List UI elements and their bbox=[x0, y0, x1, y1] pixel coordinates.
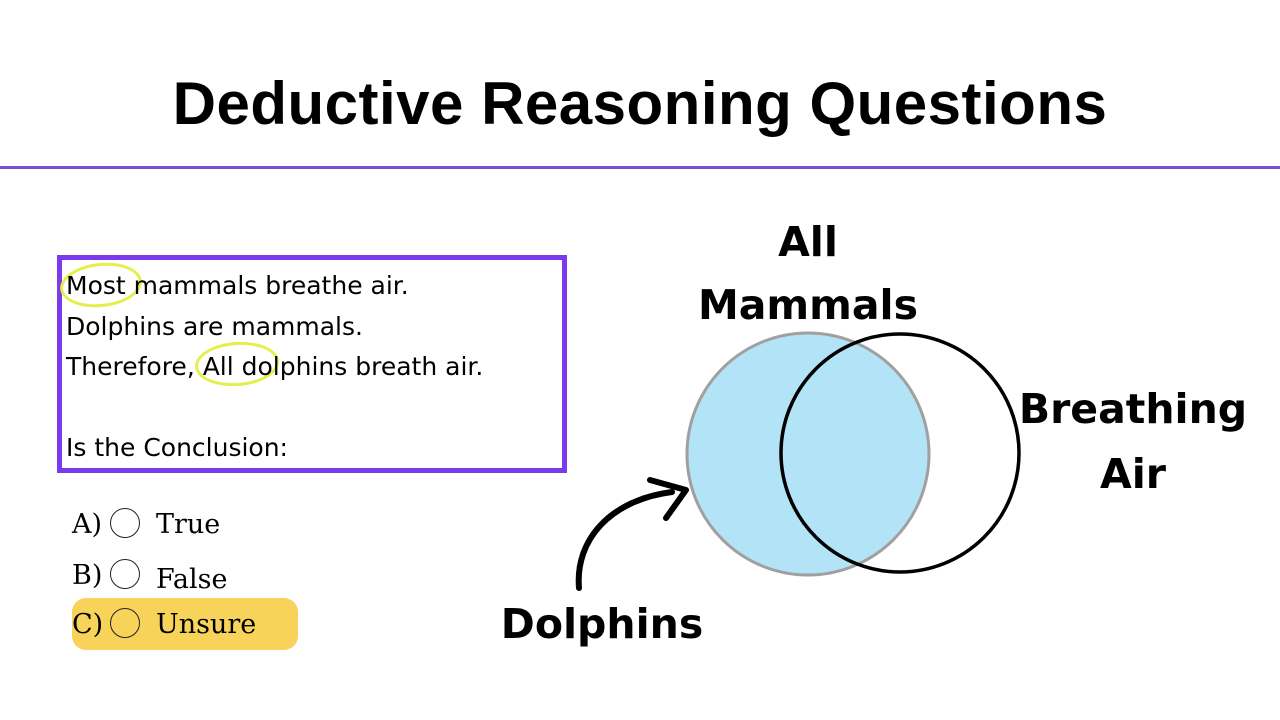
answer-highlight bbox=[72, 598, 298, 650]
option-letter: C) bbox=[72, 609, 104, 640]
title-divider bbox=[0, 166, 1280, 169]
mammals-label-line1: All bbox=[778, 218, 838, 266]
option-letter: A) bbox=[72, 509, 103, 540]
radio-button-icon[interactable] bbox=[110, 607, 140, 638]
mammals-set-circle bbox=[685, 331, 931, 577]
radio-button-icon[interactable] bbox=[110, 507, 140, 538]
premise-2: Dolphins are mammals. bbox=[66, 312, 363, 341]
option-c[interactable]: C) Unsure bbox=[72, 605, 256, 645]
page-title: Deductive Reasoning Questions bbox=[172, 70, 1108, 137]
breathing-air-label-line1: Breathing bbox=[1018, 385, 1248, 433]
breathing-air-label-line2: Air bbox=[1099, 450, 1166, 498]
radio-button-icon[interactable] bbox=[110, 558, 140, 589]
option-label: False bbox=[156, 564, 228, 595]
conclusion: Therefore, All dolphins breath air. bbox=[66, 352, 484, 381]
option-label: True bbox=[156, 509, 221, 540]
dolphins-label: Dolphins bbox=[500, 600, 704, 648]
breathing-air-set-circle bbox=[779, 332, 1021, 574]
question-box bbox=[57, 255, 567, 473]
option-label: Unsure bbox=[156, 609, 257, 640]
mammals-label-line2: Mammals bbox=[697, 281, 919, 329]
option-b[interactable]: B) False bbox=[72, 556, 227, 596]
question-prompt: Is the Conclusion: bbox=[66, 433, 288, 462]
option-a[interactable]: A) True bbox=[72, 505, 220, 545]
option-letter: B) bbox=[72, 560, 103, 591]
premise-1: Most mammals breathe air. bbox=[66, 271, 409, 300]
curved-arrow-icon bbox=[575, 477, 689, 591]
